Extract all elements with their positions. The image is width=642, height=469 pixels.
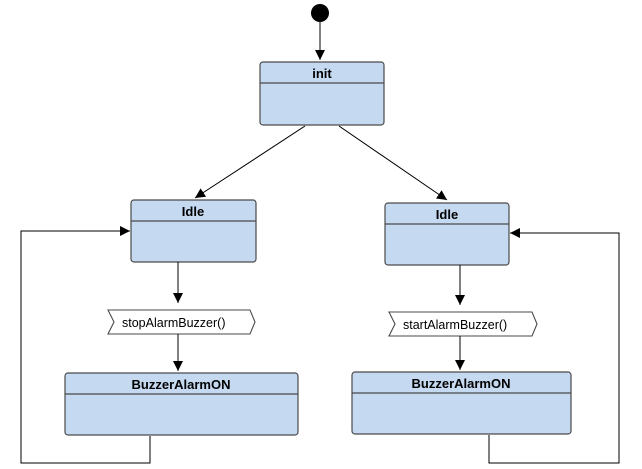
transition-buzzer-right-loop-to-idle-right: [488, 228, 620, 464]
state-idle-left-title: Idle: [182, 204, 204, 219]
signal-stop-label: stopAlarmBuzzer(): [122, 316, 226, 330]
state-init-title: init: [312, 66, 332, 81]
transition-buzzer-left-loop-to-idle-left: [20, 226, 151, 464]
state-buzzer-left-title: BuzzerAlarmON: [132, 377, 231, 392]
state-idle-right: Idle: [384, 202, 510, 266]
transition-init-to-idle-left: [194, 125, 306, 199]
signal-start-label: startAlarmBuzzer(): [403, 318, 507, 332]
state-idle-right-title: Idle: [436, 207, 458, 222]
transition-init-to-idle-right: [338, 125, 448, 201]
signal-stop-alarm-buzzer: stopAlarmBuzzer(): [107, 309, 256, 335]
signal-start-alarm-buzzer: startAlarmBuzzer(): [388, 311, 538, 337]
initial-node: [311, 4, 329, 22]
state-idle-left: Idle: [130, 199, 257, 263]
state-buzzer-alarm-on-left: BuzzerAlarmON: [64, 372, 299, 436]
state-buzzer-right-title: BuzzerAlarmON: [412, 376, 511, 391]
state-init: init: [259, 61, 385, 126]
state-buzzer-alarm-on-right: BuzzerAlarmON: [351, 371, 572, 435]
